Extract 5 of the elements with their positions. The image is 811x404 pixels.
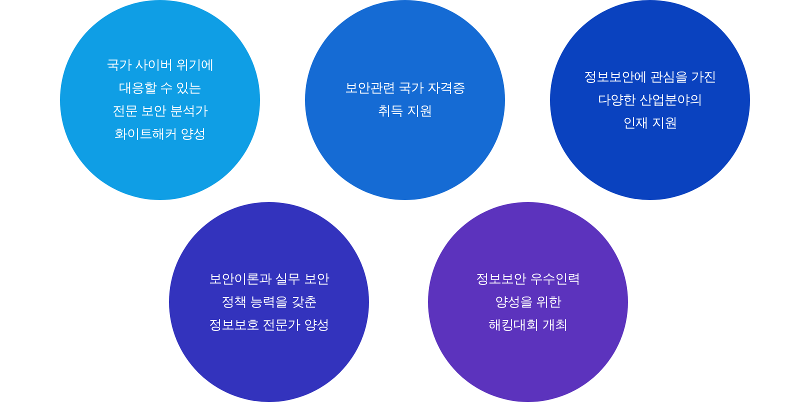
node-text: 국가 사이버 위기에 대응할 수 있는 전문 보안 분석가 화이트해커 양성 [106, 57, 214, 144]
node-text: 정보보안에 관심을 가진 다양한 산업분야의 인재 지원 [584, 68, 716, 132]
node-text: 보안이론과 실무 보안 정책 능력을 갖춘 정보보호 전문가 양성 [209, 270, 329, 334]
node-text: 보안관련 국가 자격증 취득 지원 [345, 80, 465, 121]
node-text: 정보보안 우수인력 양성을 위한 해킹대회 개최 [476, 270, 580, 334]
